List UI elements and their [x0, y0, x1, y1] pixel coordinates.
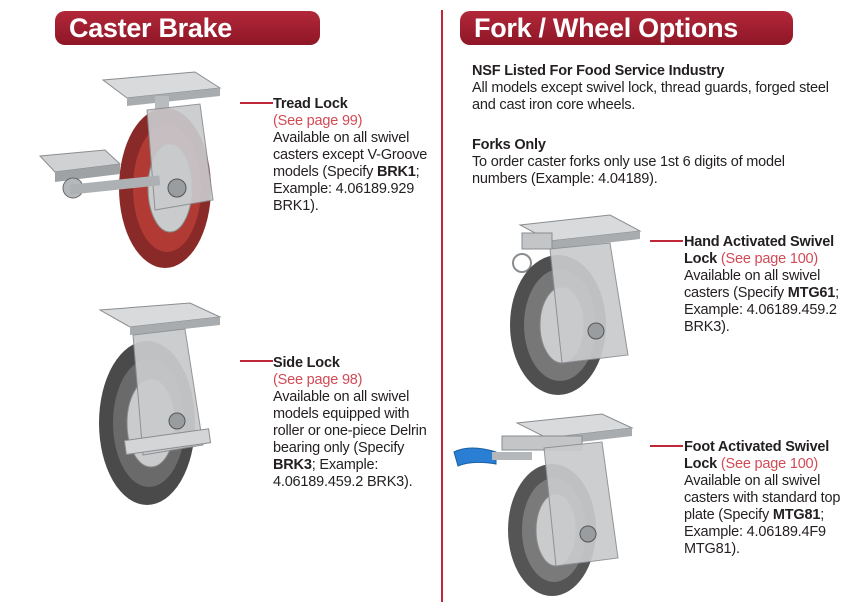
tread-lock-title: Tread Lock [273, 96, 348, 112]
side-lock-caster-image [98, 302, 222, 505]
side-lock-leader [240, 360, 273, 362]
foot-lock-title: Foot Activated Swivel Lock [684, 439, 830, 472]
hand-lock-text-a: Available on all swivel casters (Specify [684, 268, 821, 301]
foot-lock-description: Foot Activated Swivel Lock (See page 100… [684, 439, 852, 558]
hand-activated-lock-caster-image [510, 214, 642, 395]
foot-activated-lock-caster-image [453, 413, 634, 596]
column-divider [441, 10, 443, 602]
side-lock-title: Side Lock [273, 355, 340, 371]
nsf-heading: NSF Listed For Food Service Industry [472, 63, 725, 79]
side-lock-page-ref[interactable]: (See page 98) [273, 372, 363, 388]
tread-lock-text-a: Available on all swivel casters except V… [273, 130, 428, 180]
nsf-section: NSF Listed For Food Service Industry All… [472, 63, 847, 114]
side-lock-code: BRK3 [273, 457, 312, 473]
side-lock-description: Side Lock (See page 98) Available on all… [273, 355, 439, 491]
hand-lock-page-ref[interactable]: (See page 100) [720, 251, 819, 267]
foot-lock-leader [650, 445, 683, 447]
fork-wheel-options-header: Fork / Wheel Options [460, 11, 793, 45]
hand-lock-title: Hand Activated Swivel Lock [684, 234, 834, 267]
caster-brake-header: Caster Brake [55, 11, 320, 45]
tread-lock-caster-image [38, 71, 222, 268]
forks-section: Forks Only To order caster forks only us… [472, 137, 842, 188]
tread-lock-page-ref[interactable]: (See page 99) [273, 113, 363, 129]
foot-lock-page-ref[interactable]: (See page 100) [720, 456, 819, 472]
forks-text: To order caster forks only use 1st 6 dig… [472, 154, 785, 187]
tread-lock-description: Tread Lock (See page 99) Available on al… [273, 96, 433, 215]
tread-lock-leader [240, 102, 273, 104]
side-lock-text-b: ; Example: 4.06189.459.2 BRK3). [273, 457, 413, 490]
foot-lock-code: MTG81 [772, 507, 821, 523]
forks-heading: Forks Only [472, 137, 546, 153]
tread-lock-text-b: ; Example: 4.06189.929 BRK1). [273, 164, 420, 214]
hand-lock-leader [650, 240, 683, 242]
side-lock-text-a: Available on all swivel models equipped … [273, 389, 427, 456]
hand-lock-code: MTG61 [787, 285, 836, 301]
foot-lock-text-b: ; Example: 4.06189.4F9 MTG81). [684, 507, 826, 557]
tread-lock-code: BRK1 [376, 164, 416, 180]
hand-lock-description: Hand Activated Swivel Lock (See page 100… [684, 234, 852, 336]
foot-lock-text-a: Available on all swivel casters with sta… [684, 473, 841, 523]
hand-lock-text-b: ; Example: 4.06189.459.2 BRK3). [684, 285, 839, 335]
nsf-text: All models except swivel lock, thread gu… [472, 80, 829, 113]
